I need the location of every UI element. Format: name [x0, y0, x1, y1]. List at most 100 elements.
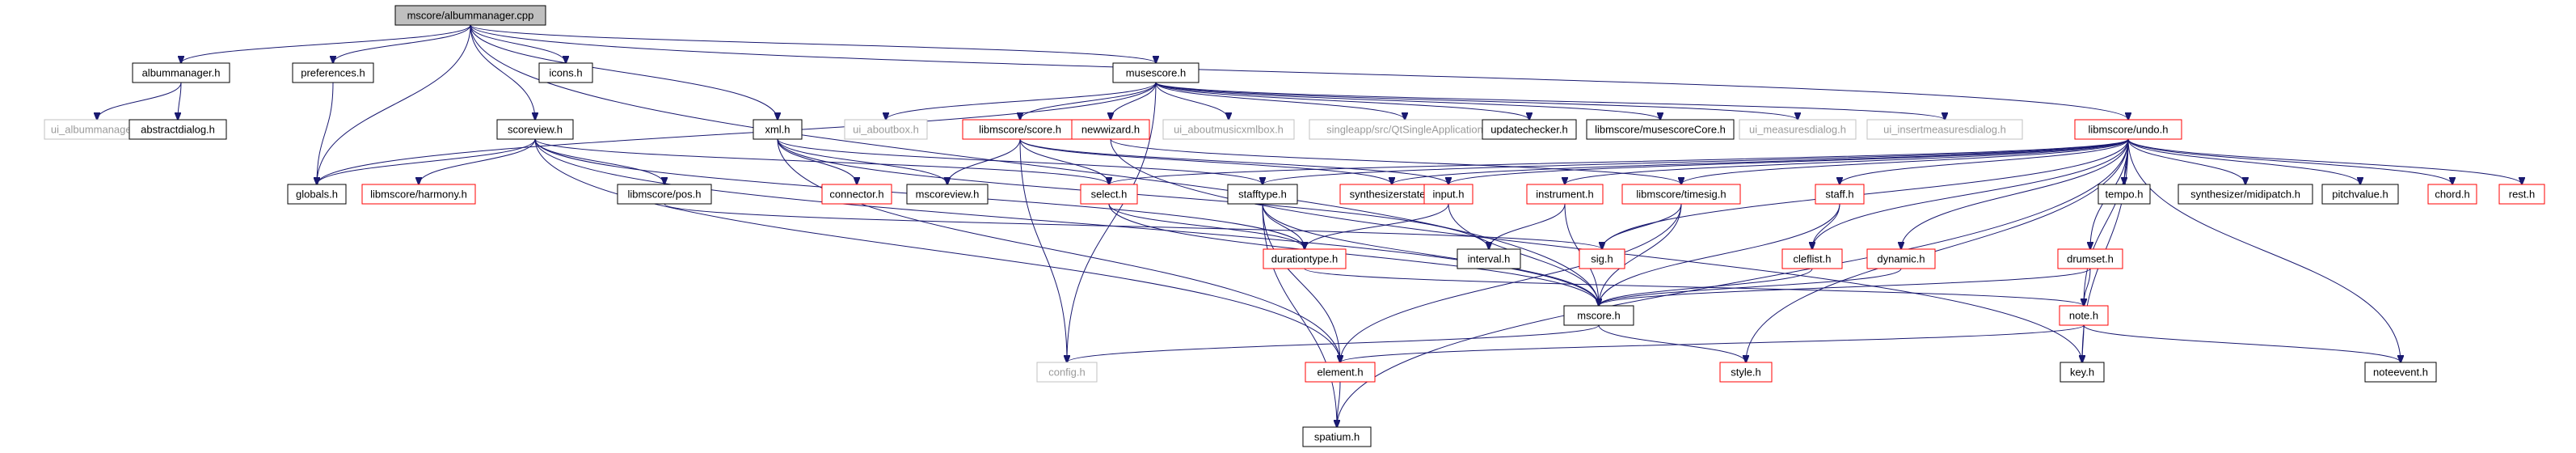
node-box — [1719, 362, 1773, 383]
node-ui-aboutmusicxmlbox-h[interactable]: ui_aboutmusicxmlbox.h — [1162, 119, 1295, 140]
node-dynamic-h[interactable]: dynamic.h — [1866, 248, 1936, 269]
node-label: select.h — [1091, 188, 1128, 201]
node-libmscore-timesig-h[interactable]: libmscore/timesig.h — [1621, 184, 1741, 205]
node-spatium-h[interactable]: spatium.h — [1302, 426, 1372, 447]
edge-libmscore_score_h-to-mscoreview_h — [947, 138, 1021, 184]
node-scoreview-h[interactable]: scoreview.h — [496, 119, 574, 140]
edge-musescore_h-to-libmscore_score_h — [1020, 82, 1157, 120]
node-libmscore-harmony-h[interactable]: libmscore/harmony.h — [361, 184, 476, 205]
node-preferences-h[interactable]: preferences.h — [292, 62, 374, 83]
node-box — [1162, 119, 1295, 140]
node-label: drumset.h — [2067, 253, 2114, 265]
node-musescorecore-h[interactable]: libmscore/musescoreCore.h — [1586, 119, 1735, 140]
edge-newwizard_h-to-libmscore_timesig_h — [1110, 138, 1681, 184]
node-instrument-h[interactable]: instrument.h — [1526, 184, 1604, 205]
node-label: noteevent.h — [2373, 366, 2428, 379]
node-icons-h[interactable]: icons.h — [538, 62, 593, 83]
node-drumset-h[interactable]: drumset.h — [2057, 248, 2123, 269]
node-staff-h[interactable]: staff.h — [1815, 184, 1865, 205]
node-box — [1305, 362, 1376, 383]
node-label: spatium.h — [1314, 431, 1360, 443]
node-xml-h[interactable]: xml.h — [753, 119, 803, 140]
edge-libmscore_score_h-to-config_h — [1019, 138, 1067, 362]
node-libmscore-pos-h[interactable]: libmscore/pos.h — [617, 184, 712, 205]
edge-input_h-to-durationtype_h — [1305, 203, 1449, 249]
node-noteevent-h[interactable]: noteevent.h — [2364, 362, 2437, 383]
node-label: libmscore/pos.h — [627, 188, 701, 201]
node-style-h[interactable]: style.h — [1719, 362, 1773, 383]
node-newwizard-h[interactable]: newwizard.h — [1071, 119, 1150, 140]
node-label: pitchvalue.h — [2332, 188, 2388, 201]
node-label: preferences.h — [301, 67, 365, 79]
edge-musescore_h-to-ui_insertmeasuresdialog_h — [1155, 82, 1945, 120]
node-interval-h[interactable]: interval.h — [1457, 248, 1521, 269]
node-label: dynamic.h — [1877, 253, 1925, 265]
edge-libmscore_undo_h-to-rest_h — [2127, 138, 2522, 184]
node-box — [1781, 248, 1843, 269]
node-libmscore-undo-h[interactable]: libmscore/undo.h — [2074, 119, 2182, 140]
edge-libmscore_undo_h-to-spatium_h — [1337, 138, 2129, 427]
node-chord-h[interactable]: chord.h — [2427, 184, 2477, 205]
node-root[interactable]: mscore/albummanager.cpp — [394, 5, 546, 26]
node-label: note.h — [2069, 310, 2098, 322]
edge-libmscore_undo_h-to-noteevent_h — [2127, 138, 2401, 362]
node-ui-aboutbox-h[interactable]: ui_aboutbox.h — [844, 119, 928, 140]
node-config-h[interactable]: config.h — [1036, 362, 1098, 383]
node-libmscore-score-h[interactable]: libmscore/score.h — [962, 119, 1078, 140]
edge-staff_h-to-clefflist_h — [1812, 203, 1840, 249]
node-label: libmscore/timesig.h — [1636, 188, 1726, 201]
edge-root-to-globals_h — [317, 24, 471, 184]
node-box — [1586, 119, 1735, 140]
node-clefflist-h[interactable]: cleflist.h — [1781, 248, 1843, 269]
node-element-h[interactable]: element.h — [1305, 362, 1376, 383]
node-label: musescore.h — [1126, 67, 1186, 79]
edge-note_h-to-noteevent_h — [2083, 324, 2401, 362]
node-ui-measuresdialog-h[interactable]: ui_measuresdialog.h — [1739, 119, 1857, 140]
edge-libmscore_undo_h-to-dynamic_h — [1901, 138, 2129, 249]
node-ui-insertmeasuresdialog-h[interactable]: ui_insertmeasuresdialog.h — [1866, 119, 2023, 140]
edge-stafftype_h-to-mscore_h — [1262, 203, 1599, 306]
node-pitchvalue-h[interactable]: pitchvalue.h — [2321, 184, 2399, 205]
node-box — [394, 5, 546, 26]
node-stafftype-h[interactable]: stafftype.h — [1227, 184, 1298, 205]
node-albummanager-h[interactable]: albummanager.h — [132, 62, 230, 83]
node-connector-h[interactable]: connector.h — [821, 184, 892, 205]
node-sig-h[interactable]: sig.h — [1579, 248, 1625, 269]
edge-libmscore_timesig_h-to-sig_h — [1602, 203, 1682, 249]
node-box — [1302, 426, 1372, 447]
node-box — [1482, 119, 1577, 140]
node-select-h[interactable]: select.h — [1080, 184, 1138, 205]
node-updatechecker-h[interactable]: updatechecker.h — [1482, 119, 1577, 140]
edge-staff_h-to-mscore_h — [1599, 203, 1840, 306]
node-box — [1263, 248, 1347, 269]
node-abstractdialog-h[interactable]: abstractdialog.h — [129, 119, 227, 140]
edge-libmscore_undo_h-to-stafftype_h — [1263, 138, 2129, 184]
edge-albummanager_h-to-abstractdialog_h — [178, 82, 182, 120]
edge-libmscore_undo_h-to-synthesizerstate_h — [1392, 138, 2129, 184]
node-rest-h[interactable]: rest.h — [2498, 184, 2545, 205]
node-label: newwizard.h — [1081, 124, 1140, 136]
node-box — [1036, 362, 1098, 383]
node-box — [1423, 184, 1474, 205]
edge-root-to-mscore_h — [470, 24, 1599, 306]
edge-libmscore_undo_h-to-note_h — [2084, 138, 2129, 306]
node-box — [962, 119, 1078, 140]
edge-libmscore_undo_h-to-instrument_h — [1565, 138, 2129, 184]
node-qtsingleapp[interactable]: singleapp/src/QtSingleApplication — [1309, 119, 1501, 140]
node-durationtype-h[interactable]: durationtype.h — [1263, 248, 1347, 269]
edge-musescore_h-to-updatechecker_h — [1155, 82, 1529, 120]
node-synth-midipatch-h[interactable]: synthesizer/midipatch.h — [2178, 184, 2313, 205]
edge-libmscore_undo_h-to-staff_h — [1840, 138, 2129, 184]
node-note-h[interactable]: note.h — [2059, 305, 2109, 326]
node-tempo-h[interactable]: tempo.h — [2097, 184, 2151, 205]
node-musescore-h[interactable]: musescore.h — [1112, 62, 1199, 83]
node-key-h[interactable]: key.h — [2060, 362, 2105, 383]
node-box — [361, 184, 476, 205]
node-mscoreview-h[interactable]: mscoreview.h — [906, 184, 989, 205]
node-mscore-h[interactable]: mscore.h — [1563, 305, 1634, 326]
edge-libmscore_pos_h-to-sig_h — [664, 203, 1602, 249]
node-globals-h[interactable]: globals.h — [287, 184, 347, 205]
node-box — [2427, 184, 2477, 205]
node-input-h[interactable]: input.h — [1423, 184, 1474, 205]
node-label: mscoreview.h — [916, 188, 980, 201]
